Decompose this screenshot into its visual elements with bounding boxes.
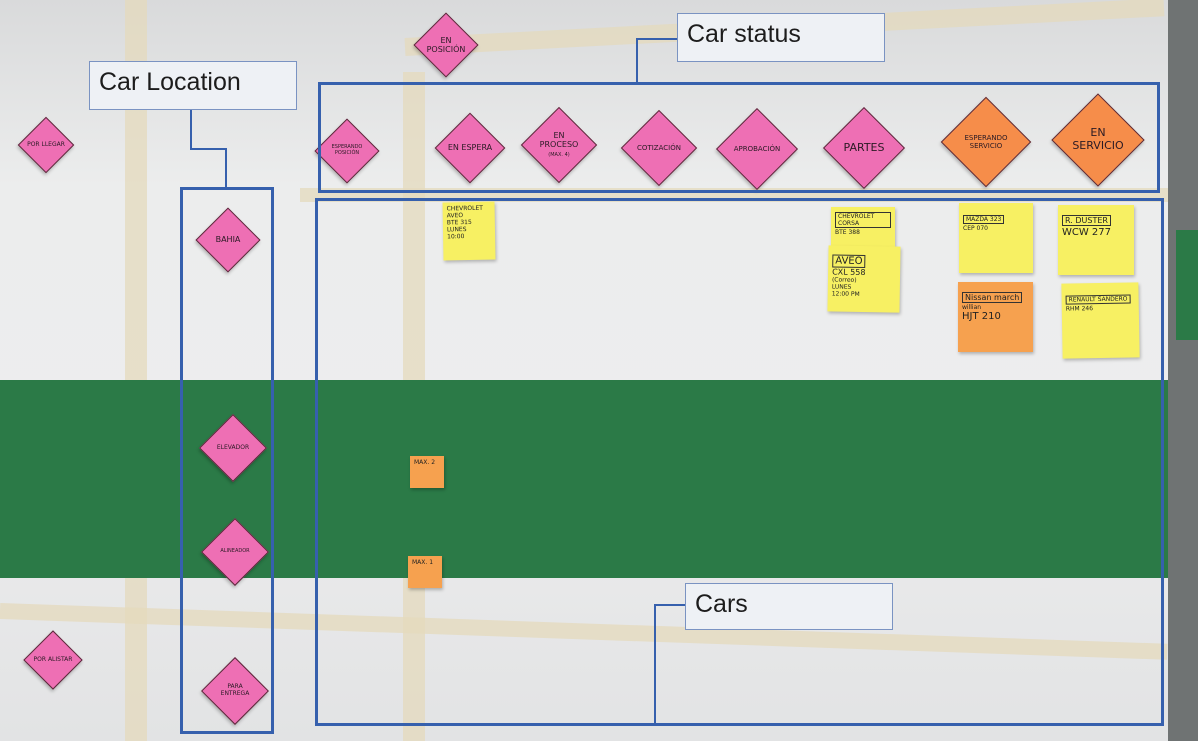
diamond-label: Esperando posición [324, 145, 370, 157]
wall-edge [1168, 0, 1198, 741]
diamond-por-alistar: Por alistar [22, 630, 84, 690]
diamond-label: En espera [446, 143, 494, 152]
tape-strip [125, 0, 147, 741]
leader-line [190, 148, 226, 150]
diamond-label: Bahia [206, 235, 250, 244]
leader-line [190, 110, 192, 150]
diamond-label: Aprobación [724, 145, 790, 153]
diamond-label: Elevador [205, 445, 261, 452]
diamond-label: En proceso [540, 131, 579, 149]
car-location-frame [180, 187, 274, 734]
leader-line [225, 148, 227, 187]
leader-line [636, 38, 638, 82]
diamond-sublabel: (MAX. 4) [548, 152, 569, 158]
cars-frame [315, 198, 1164, 726]
callout-car-location: Car Location [89, 61, 297, 110]
wall-edge-stripe [1176, 230, 1198, 340]
callout-cars: Cars [685, 583, 893, 630]
diamond-label: Esperando servicio [954, 134, 1018, 150]
diamond-label: En posición [420, 36, 472, 54]
callout-car-status: Car status [677, 13, 885, 62]
diamond-label: Partes [836, 142, 892, 155]
diamond-label: Cotización [629, 144, 689, 152]
diamond-label: Alineador [207, 549, 263, 555]
leader-line [654, 604, 656, 724]
diamond-label: En servicio [1065, 127, 1131, 152]
diamond-en-posicion: En posición [408, 14, 484, 76]
diamond-por-llegar: Por llegar [18, 116, 74, 174]
diamond-label: Para entrega [214, 684, 256, 698]
car-status-frame [318, 82, 1160, 193]
leader-line [636, 38, 678, 40]
diamond-label: Por alistar [33, 657, 73, 664]
diamond-label: Por llegar [27, 142, 65, 149]
leader-line [654, 604, 686, 606]
